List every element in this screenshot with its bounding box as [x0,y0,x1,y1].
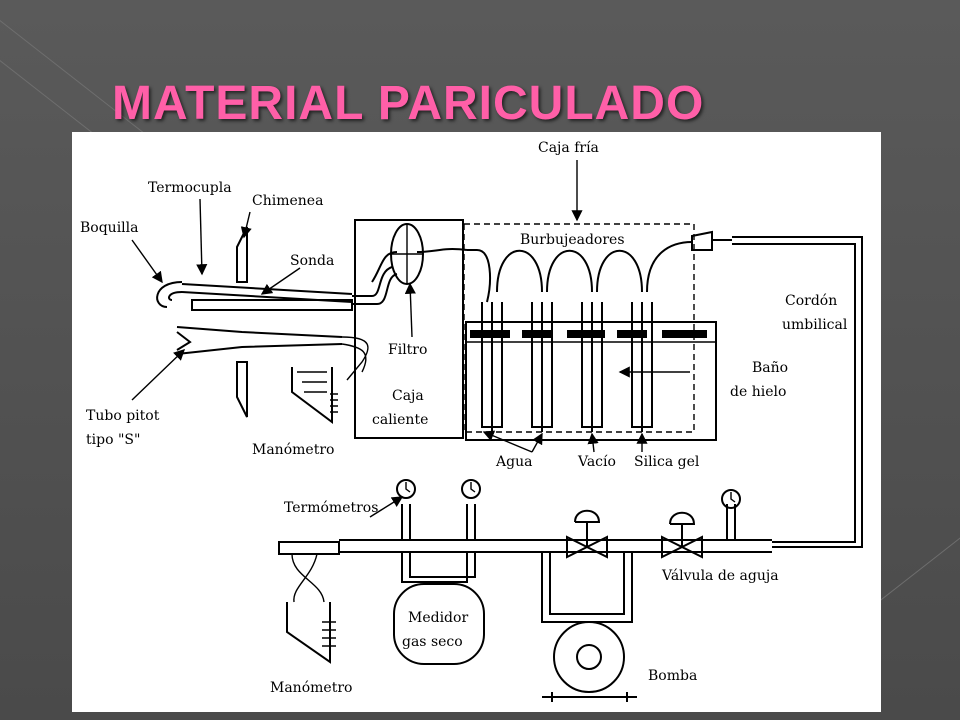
label-vacio: Vacío [577,454,616,470]
label-boquilla: Boquilla [80,220,138,236]
impingers [467,241,693,432]
dry-gas-meter [393,583,485,665]
label-chimenea: Chimenea [252,193,323,209]
label-manometro-top: Manómetro [252,442,334,458]
filter [371,223,468,285]
label-arrows [131,160,690,518]
umbilical-connector [691,230,732,251]
top-manometer [291,367,338,424]
thermometer-gauges [396,479,741,509]
label-agua: Agua [495,454,532,470]
label-de-hielo: de hielo [730,384,786,400]
pitot-tube [176,326,369,381]
label-sonda: Sonda [290,253,334,269]
label-caliente: caliente [372,412,428,428]
label-burbujeadores: Burbujeadores [520,232,625,248]
label-silica-gel: Silica gel [634,454,700,470]
label-bomba: Bomba [648,668,697,684]
label-umbilical: umbilical [782,317,848,333]
label-tubo-pitot: Tubo pitot [86,408,160,424]
nozzle-and-probe [156,266,398,311]
chimney [236,226,248,418]
label-bano: Baño [752,360,788,376]
ice-texture [470,330,707,338]
label-termocupla: Termocupla [148,180,232,196]
label-tipo-s: tipo "S" [86,432,140,448]
umbilical-cord [732,236,863,548]
console-pipes [278,504,772,623]
label-valvula-aguja: Válvula de aguja [661,568,779,584]
hot-box [354,219,464,439]
label-termometros: Termómetros [284,500,378,516]
diagram-svg: Caja fría Termocupla Chimenea Boquilla S… [80,140,863,702]
label-manometro-bottom: Manómetro [270,680,352,696]
label-caja-fria: Caja fría [538,140,599,156]
slide-title: MATERIAL PARICULADO [112,77,705,130]
label-filtro: Filtro [388,342,427,358]
background-decoration-line [880,526,960,601]
sampling-train-diagram: Caja fría Termocupla Chimenea Boquilla S… [72,132,881,712]
cold-box [463,223,695,433]
label-cordon: Cordón [785,293,837,309]
label-medidor: Medidor [408,610,468,626]
bottom-manometer [286,553,336,664]
pump [542,621,637,702]
valves [566,509,703,559]
label-gas-seco: gas seco [402,634,463,650]
label-caja: Caja [392,388,424,404]
